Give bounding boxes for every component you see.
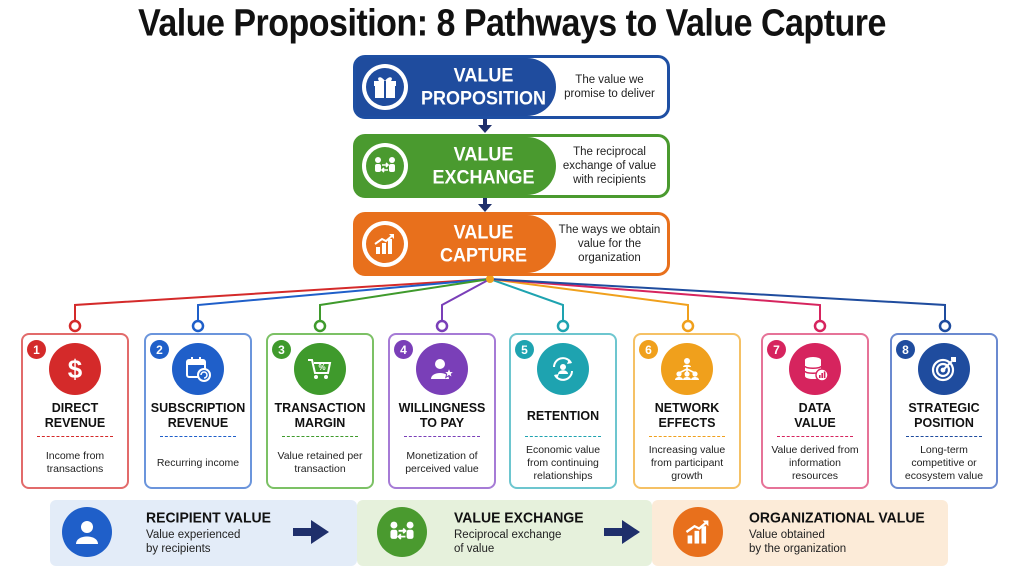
target-icon [918, 343, 970, 395]
network-icon [661, 343, 713, 395]
divider [160, 436, 236, 437]
pathway-number: 3 [272, 340, 291, 359]
divider [37, 436, 113, 437]
flow-desc-line2: by the organization [749, 543, 847, 555]
pathway-name-line1: NETWORK [654, 401, 720, 415]
stage-description: The ways we obtain value for the organiz… [558, 224, 661, 264]
pathway-number: 5 [515, 340, 534, 359]
svg-text:$: $ [68, 354, 83, 384]
pathway-name-line1: DIRECT [51, 401, 99, 415]
cart-percent-icon: % [294, 343, 346, 395]
divider [649, 436, 725, 437]
stage-name-line1: VALUE [453, 64, 514, 86]
down-arrow-icon [478, 198, 492, 212]
exchange-icon [377, 507, 427, 557]
divider [404, 436, 480, 437]
flow-title: RECIPIENT VALUE [146, 508, 271, 526]
pathway-name-line2: REVENUE [44, 416, 106, 430]
divider [282, 436, 358, 437]
person-icon [62, 507, 112, 557]
calendar-refresh-icon [172, 343, 224, 395]
pathway-description: Income from transactions [45, 450, 105, 475]
growth-chart-icon [673, 507, 723, 557]
exchange-icon [366, 147, 404, 185]
stage-value-capture: VALUE CAPTURE The ways we obtain value f… [353, 212, 670, 276]
stage-name-line2: EXCHANGE [432, 166, 535, 188]
divider [777, 436, 853, 437]
pathway-name-line1: SUBSCRIPTION [150, 401, 246, 415]
pathway-name-line1: RETENTION [526, 408, 600, 423]
pathway-card-strategic-position: 8 STRATEGIC POSITION Long-term competiti… [890, 333, 998, 489]
flow-title: ORGANIZATIONAL VALUE [749, 508, 925, 526]
stage-name-line2: PROPOSITION [420, 87, 546, 109]
flow-desc-line2: of value [454, 543, 495, 555]
stage-value-proposition: VALUE PROPOSITION The value we promise t… [353, 55, 670, 119]
flow-organizational-value: ORGANIZATIONAL VALUE Value obtained by t… [749, 509, 925, 556]
pathway-card-data-value: 7 DATA VALUE Value derived from informat… [761, 333, 869, 489]
flow-desc-line2: by recipients [146, 543, 211, 555]
divider [906, 436, 982, 437]
divider [525, 436, 601, 437]
pathway-card-willingness-to-pay: 4 WILLINGNESS TO PAY Monetization of per… [388, 333, 496, 489]
database-icon [789, 343, 841, 395]
pathway-number: 7 [767, 340, 786, 359]
pathway-name-line1: WILLINGNESS [398, 401, 486, 415]
pathway-description: Increasing value from participant growth [648, 443, 726, 482]
pathway-card-retention: 5 RETENTION Economic value from continui… [509, 333, 617, 489]
right-arrow-icon [293, 520, 329, 544]
pathway-description: Value derived from information resources [771, 443, 859, 482]
stage-description: The reciprocal exchange of value with re… [562, 146, 657, 186]
pathway-name-line2: TO PAY [419, 416, 465, 430]
stage-description: The value we promise to deliver [564, 74, 655, 100]
pathway-name-line1: TRANSACTION [274, 401, 366, 415]
stage-name-line1: VALUE [453, 221, 514, 243]
pathway-number: 4 [394, 340, 413, 359]
pathway-name-line2: VALUE [794, 416, 836, 430]
flow-desc-line1: Value obtained [749, 529, 825, 541]
flow-value-exchange: VALUE EXCHANGE Reciprocal exchange of va… [454, 509, 584, 556]
dollar-icon: $ [49, 343, 101, 395]
pathway-name-line2: MARGIN [294, 416, 346, 430]
flow-desc-line1: Value experienced [146, 529, 241, 541]
pathway-number: 2 [150, 340, 169, 359]
pathway-card-transaction-margin: 3 % TRANSACTION MARGIN Value retained pe… [266, 333, 374, 489]
growth-chart-icon [366, 225, 404, 263]
pathway-name-line2: EFFECTS [658, 416, 716, 430]
flow-desc-line1: Reciprocal exchange [454, 529, 562, 541]
pathway-name-line1: STRATEGIC [908, 401, 980, 415]
pathway-name-line2: POSITION [914, 416, 974, 430]
pathway-description: Monetization of perceived value [405, 450, 479, 475]
pathway-description: Long-term competitive or ecosystem value [904, 443, 984, 482]
pathway-number: 8 [896, 340, 915, 359]
stage-name-line2: CAPTURE [439, 244, 527, 266]
user-cycle-icon [537, 343, 589, 395]
pathway-description: Economic value from continuing relations… [525, 443, 601, 482]
down-arrow-icon [478, 119, 492, 133]
right-arrow-icon [604, 520, 640, 544]
gift-icon [366, 68, 404, 106]
pathway-card-direct-revenue: 1 $ DIRECT REVENUE Income from transacti… [21, 333, 129, 489]
stage-name-line1: VALUE [453, 143, 514, 165]
svg-text:%: % [318, 363, 325, 372]
pathway-number: 1 [27, 340, 46, 359]
pathway-name-line2: REVENUE [167, 416, 229, 430]
stage-value-exchange: VALUE EXCHANGE The reciprocal exchange o… [353, 134, 670, 198]
user-star-icon [416, 343, 468, 395]
pathway-description: Recurring income [156, 456, 240, 469]
page-title: Value Proposition: 8 Pathways to Value C… [138, 1, 886, 45]
flow-title: VALUE EXCHANGE [454, 508, 584, 526]
pathway-name-line1: DATA [798, 401, 832, 415]
pathway-number: 6 [639, 340, 658, 359]
pathway-description: Value retained per transaction [277, 450, 363, 475]
pathway-card-subscription-revenue: 2 SUBSCRIPTION REVENUE Recurring income [144, 333, 252, 489]
pathway-card-network-effects: 6 NETWORK EFFECTS Increasing value from … [633, 333, 741, 489]
flow-recipient-value: RECIPIENT VALUE Value experienced by rec… [146, 509, 271, 556]
